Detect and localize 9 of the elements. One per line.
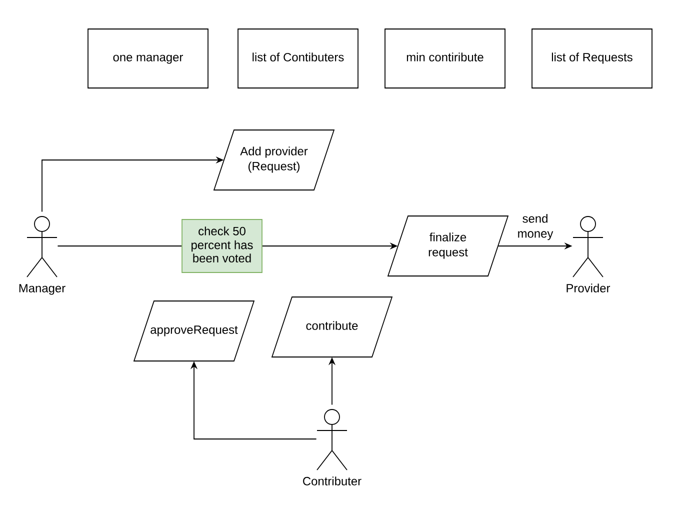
text-box: list of Requests <box>532 28 652 88</box>
edge-label: send money <box>509 212 562 243</box>
actor-label: Manager <box>19 284 66 295</box>
actor-label: Provider <box>566 284 610 292</box>
text-box: min contiribute <box>384 28 506 88</box>
text-box: one manager <box>88 28 208 88</box>
note-box: check 50 percent has been voted <box>182 219 262 273</box>
actor-label: Contributer <box>303 476 362 486</box>
text-box: list of Contibuters <box>238 28 358 88</box>
